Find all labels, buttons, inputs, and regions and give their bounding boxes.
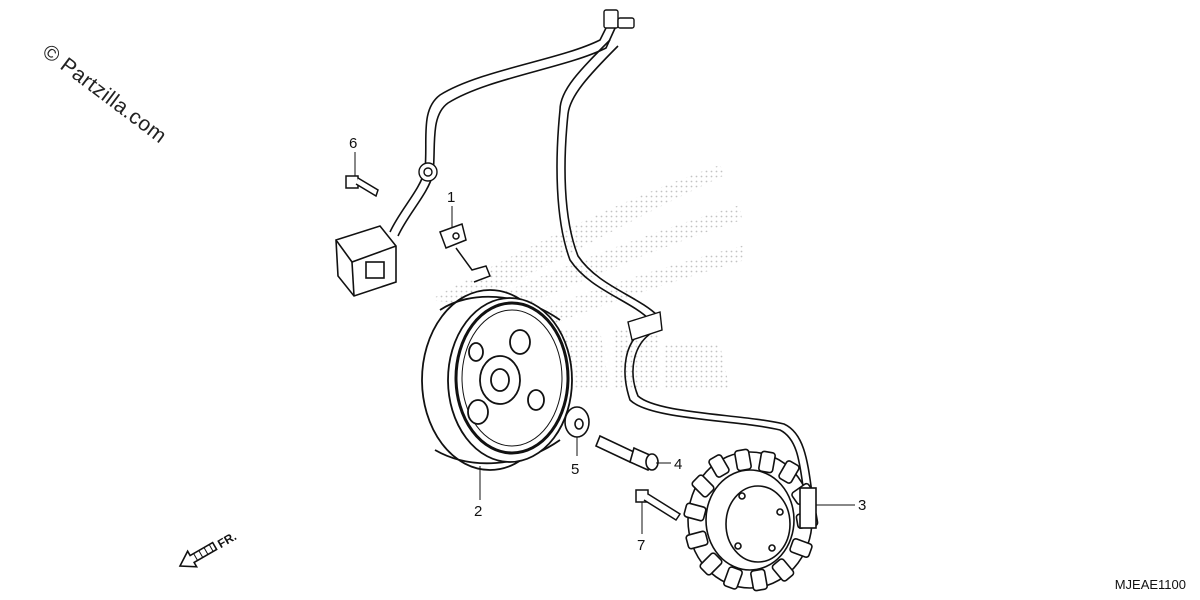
- washer-part-5: [564, 406, 590, 438]
- wire-harness: [389, 19, 814, 501]
- harness-grommet: [627, 311, 663, 341]
- wire-clip: [418, 162, 438, 182]
- callout-1: 1: [447, 189, 455, 206]
- stay-part-1: [439, 223, 491, 283]
- flywheel-rotor-part-2: [421, 289, 573, 471]
- front-direction-arrow-icon: FR.: [178, 529, 239, 568]
- direction-label: FR.: [215, 529, 239, 551]
- callout-7: 7: [637, 537, 645, 554]
- harness-clamp: [603, 9, 635, 29]
- callout-3: 3: [858, 497, 866, 514]
- callout-4: 4: [674, 456, 682, 473]
- callout-6: 6: [349, 135, 357, 152]
- callout-2: 2: [474, 503, 482, 520]
- connector-coupler: [335, 225, 397, 297]
- stator-bolt-part-7: [635, 489, 682, 522]
- leader-lines: [354, 152, 855, 534]
- stator-part-3: [683, 448, 819, 592]
- callout-5: 5: [571, 461, 579, 478]
- diagram-code: MJEAE1100: [1114, 577, 1186, 592]
- bolt-part-6: [345, 175, 379, 198]
- flywheel-bolt-part-4: [594, 434, 659, 472]
